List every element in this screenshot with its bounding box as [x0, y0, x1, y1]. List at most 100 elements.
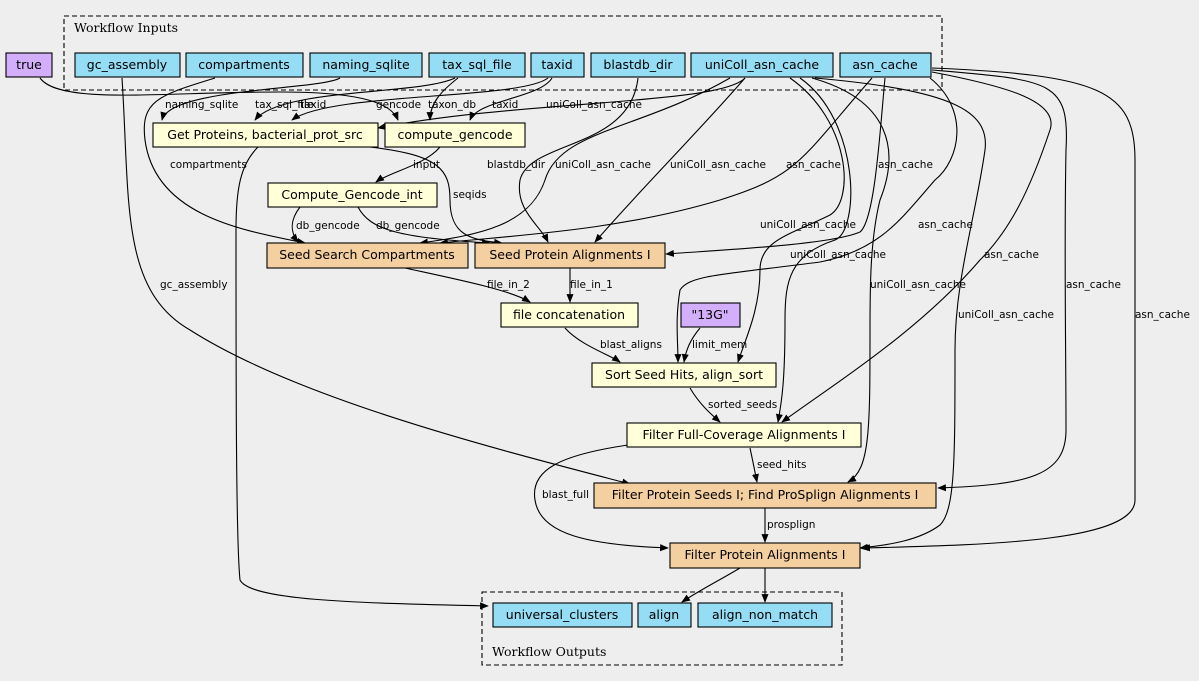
edge-unicoll-sort: uniColl_asn_cache — [737, 77, 856, 363]
input-node-taxid[interactable]: taxid — [530, 52, 585, 78]
edge-db-gencode-2: db_gencode — [357, 206, 491, 247]
edge-true-compute-gencode — [39, 77, 399, 121]
edge-limit-mem: limit_mem — [681, 327, 747, 363]
step-node-file-concatenation[interactable]: file concatenation — [500, 302, 639, 328]
edge-unicoll-get-proteins: uniColl_asn_cache — [377, 77, 746, 130]
workflow-outputs-label: Workflow Outputs — [492, 644, 606, 659]
step-node-get-proteins-label: Get Proteins, bacterial_prot_src — [167, 127, 363, 142]
edge-label-unicoll-2: uniColl_asn_cache — [555, 159, 651, 171]
param-node-true[interactable]: true — [5, 52, 53, 78]
edge-label-naming-sqlite: naming_sqlite — [165, 99, 238, 111]
input-node-gc-assembly[interactable]: gc_assembly — [74, 52, 181, 78]
edge-label-blastdb-dir: blastdb_dir — [487, 159, 546, 171]
edge-unicoll-filter-full: uniColl_asn_cache — [775, 77, 886, 423]
edge-align — [681, 567, 741, 603]
input-node-taxid-label: taxid — [541, 57, 572, 72]
edge-unicoll-filter-alignments: uniColl_asn_cache — [814, 77, 1054, 551]
edge-seqids: seqids — [369, 146, 503, 246]
input-node-unicoll-asn-cache-label: uniColl_asn_cache — [705, 57, 820, 72]
param-node-13g-label: "13G" — [691, 307, 728, 322]
edge-taxid-compute-gencode: taxid — [469, 77, 553, 121]
edge-taxid-get-proteins: taxid — [291, 77, 549, 121]
step-node-compute-gencode[interactable]: compute_gencode — [384, 122, 526, 148]
edge-tax-sql-file-compute-gencode: taxon_db — [426, 77, 476, 121]
step-node-sort-seed-hits[interactable]: Sort Seed Hits, align_sort — [591, 362, 777, 388]
edge-sorted-seeds: sorted_seeds — [689, 387, 777, 423]
edge-db-gencode-1: db_gencode — [290, 206, 360, 243]
edge-label-seqids: seqids — [453, 189, 487, 201]
input-node-compartments-label: compartments — [198, 57, 290, 72]
edge-label-unicoll-6: uniColl_asn_cache — [870, 279, 966, 291]
input-node-asn-cache[interactable]: asn_cache — [839, 52, 932, 78]
edge-naming-sqlite: naming_sqlite — [160, 77, 341, 121]
step-node-compute-gencode-label: compute_gencode — [397, 127, 512, 142]
edge-compute-gencode-int: input — [375, 146, 441, 183]
output-node-align-non-match[interactable]: align_non_match — [697, 602, 833, 628]
step-node-file-concatenation-label: file concatenation — [513, 307, 625, 322]
edge-label-seed-hits: seed_hits — [757, 459, 806, 471]
edge-label-unicoll-3: uniColl_asn_cache — [670, 159, 766, 171]
edge-label-unicoll-1: uniColl_asn_cache — [546, 99, 642, 111]
output-node-align[interactable]: align — [637, 602, 692, 628]
param-node-true-label: true — [16, 57, 42, 72]
edge-label-sorted-seeds: sorted_seeds — [708, 399, 777, 411]
param-node-13g[interactable]: "13G" — [680, 302, 741, 328]
edge-label-unicoll-5: uniColl_asn_cache — [790, 249, 886, 261]
edge-prosplign: prosplign — [761, 508, 815, 543]
edge-label-file-in-2: file_in_2 — [487, 279, 530, 291]
edge-gc-assembly: gc_assembly — [121, 77, 631, 486]
edge-file-in-1: file_in_1 — [566, 268, 613, 303]
workflow-inputs-label: Workflow Inputs — [74, 20, 178, 35]
edge-label-taxon-db: taxon_db — [428, 99, 476, 111]
edge-blastdb-dir: blastdb_dir — [487, 77, 639, 243]
input-node-tax-sql-file[interactable]: tax_sql_file — [428, 52, 526, 78]
input-node-asn-cache-label: asn_cache — [852, 57, 918, 72]
subworkflow-node-seed-search-compartments[interactable]: Seed Search Compartments — [266, 242, 469, 269]
edge-label-asn-cache-2: asn_cache — [878, 159, 933, 171]
input-node-naming-sqlite-label: naming_sqlite — [322, 57, 410, 72]
subworkflow-node-filter-protein-alignments-label: Filter Protein Alignments I — [685, 547, 846, 562]
edge-asn-cache-sort: asn_cache — [674, 77, 973, 363]
edge-compartments: compartments — [143, 77, 306, 245]
edge-label-asn-cache-6: asn_cache — [1135, 309, 1190, 321]
output-node-align-label: align — [649, 607, 679, 622]
input-node-naming-sqlite[interactable]: naming_sqlite — [309, 52, 423, 78]
step-node-get-proteins[interactable]: Get Proteins, bacterial_prot_src — [152, 122, 379, 148]
input-node-unicoll-asn-cache[interactable]: uniColl_asn_cache — [690, 52, 834, 78]
input-node-blastdb-dir-label: blastdb_dir — [603, 57, 673, 72]
edge-label-gc-assembly: gc_assembly — [160, 279, 228, 291]
edge-label-compartments: compartments — [170, 159, 247, 171]
subworkflow-node-filter-protein-alignments[interactable]: Filter Protein Alignments I — [669, 542, 861, 569]
subworkflow-node-filter-protein-seeds[interactable]: Filter Protein Seeds I; Find ProSplign A… — [593, 482, 937, 509]
edge-label-db-gencode-1: db_gencode — [296, 220, 360, 232]
edge-label-asn-cache-5: asn_cache — [1066, 279, 1121, 291]
edge-asn-cache-filter-seeds: asn_cache — [931, 69, 1121, 492]
edge-unicoll-filter-seeds: uniColl_asn_cache — [811, 77, 966, 483]
edge-label-asn-cache-4: asn_cache — [984, 249, 1039, 261]
input-node-blastdb-dir[interactable]: blastdb_dir — [590, 52, 686, 78]
edge-label-file-in-1: file_in_1 — [570, 279, 613, 291]
subworkflow-node-filter-protein-seeds-label: Filter Protein Seeds I; Find ProSplign A… — [612, 487, 919, 502]
input-node-gc-assembly-label: gc_assembly — [87, 57, 168, 72]
workflow-outputs-cluster: Workflow Outputs — [481, 591, 843, 666]
edge-label-asn-cache-3: asn_cache — [918, 219, 973, 231]
edge-label-db-gencode-2: db_gencode — [376, 220, 440, 232]
edge-asn-cache-filter-alignments: asn_cache — [861, 67, 1190, 552]
edge-label-input: input — [413, 159, 440, 171]
edge-label-limit-mem: limit_mem — [692, 339, 747, 351]
edge-asn-cache-filter-full: asn_cache — [781, 71, 1052, 423]
edge-label-asn-cache-1: asn_cache — [786, 159, 841, 171]
output-node-align-non-match-label: align_non_match — [712, 607, 818, 622]
subworkflow-node-seed-protein-alignments-label: Seed Protein Alignments I — [489, 247, 650, 262]
edge-blast-aligns: blast_aligns — [564, 327, 662, 363]
subworkflow-node-seed-protein-alignments[interactable]: Seed Protein Alignments I — [474, 242, 666, 269]
edge-asn-cache-seed-search: asn_cache — [439, 77, 873, 246]
edge-asn-cache-seed-protein: asn_cache — [665, 77, 933, 257]
step-node-compute-gencode-int[interactable]: Compute_Gencode_int — [267, 182, 438, 208]
edge-blast-full: blast_full — [533, 444, 669, 552]
step-node-filter-full-coverage[interactable]: Filter Full-Coverage Alignments I — [626, 422, 862, 448]
input-node-compartments[interactable]: compartments — [185, 52, 304, 78]
output-node-universal-clusters[interactable]: universal_clusters — [492, 602, 633, 628]
subworkflow-node-seed-search-compartments-label: Seed Search Compartments — [279, 247, 455, 262]
